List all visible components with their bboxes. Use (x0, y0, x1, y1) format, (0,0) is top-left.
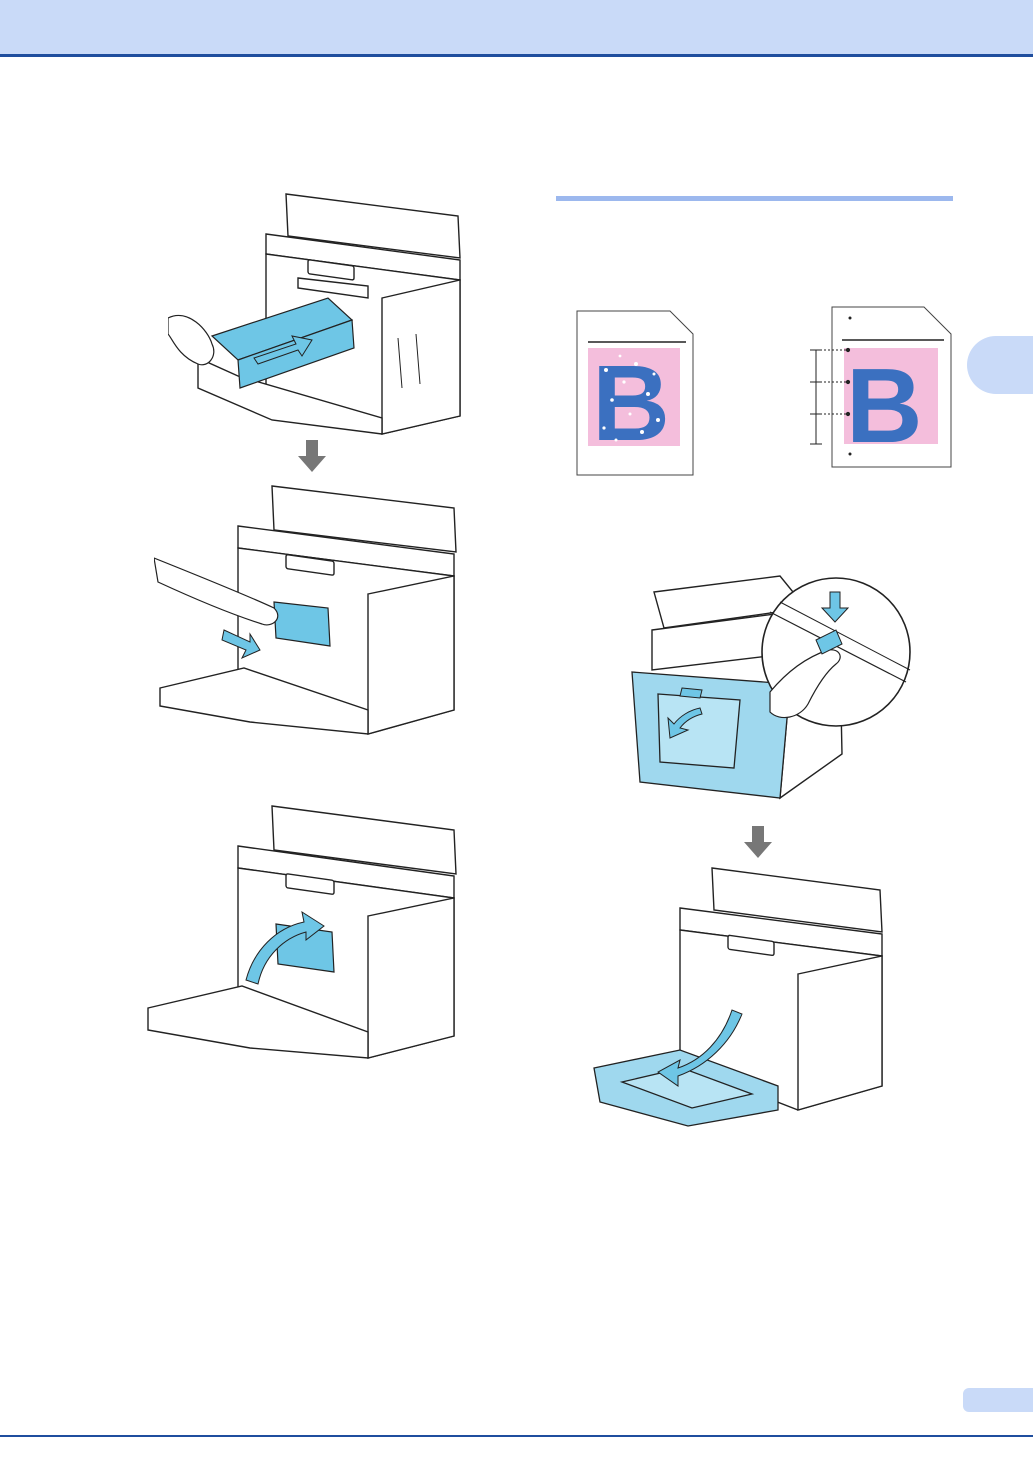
release-button-icon (680, 688, 702, 698)
figure-print-sample-white-spots: B (576, 310, 694, 476)
figure-front-cover-open (592, 860, 892, 1130)
section-divider (556, 196, 953, 201)
page-number-tab (963, 1388, 1033, 1412)
figure-drum-unit-insert (168, 188, 468, 440)
footer-rule (0, 1435, 1033, 1437)
letter-b-icon: B (592, 342, 670, 463)
figure-front-cover-release (630, 572, 912, 812)
down-arrow-1 (298, 440, 326, 472)
header-band (0, 0, 1033, 57)
hand-icon (168, 315, 214, 364)
drum-unit-icon (274, 602, 330, 646)
figure-drum-unit-seat (154, 478, 468, 740)
figure-print-sample-spots-interval: B (806, 306, 952, 468)
magnifier-circle-icon (762, 578, 910, 726)
down-arrow-2 (744, 826, 772, 858)
letter-b-icon: B (846, 347, 923, 465)
figure-front-cover-close (146, 800, 468, 1066)
front-cover-icon (632, 672, 790, 798)
chapter-tab (967, 336, 1033, 394)
